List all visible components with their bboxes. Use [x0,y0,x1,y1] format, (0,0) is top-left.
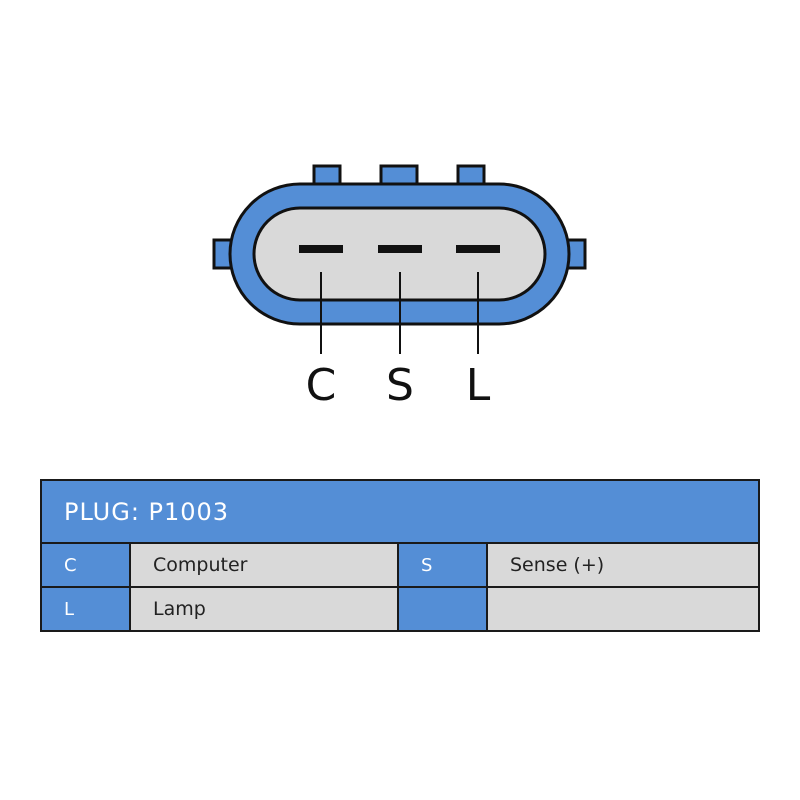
pin-desc-cell: Sense (+) [485,542,761,588]
table-row: L Lamp [40,586,761,632]
pin-label-c: C [306,360,337,411]
pin-terminal-c [299,245,343,253]
pin-code-cell: S [397,542,488,588]
pin-code-cell [397,586,488,632]
pin-code-cell: C [40,542,131,588]
plug-title: PLUG: P1003 [39,479,761,544]
pin-terminal-s [378,245,422,253]
pin-label-s: S [386,360,414,411]
pin-label-l: L [466,360,491,411]
pin-desc-cell: Computer [129,542,399,588]
pin-code-cell: L [40,586,131,632]
pin-desc-cell: Lamp [129,586,399,632]
plug-pinout-table: PLUG: P1003 C Computer S Sense (+) L Lam… [39,479,761,632]
pin-terminal-l [456,245,500,253]
pin-desc-cell [485,586,761,632]
connector-drawing: C S L [212,164,587,411]
table-header-row: PLUG: P1003 [39,479,761,544]
table-row: C Computer S Sense (+) [40,542,761,588]
